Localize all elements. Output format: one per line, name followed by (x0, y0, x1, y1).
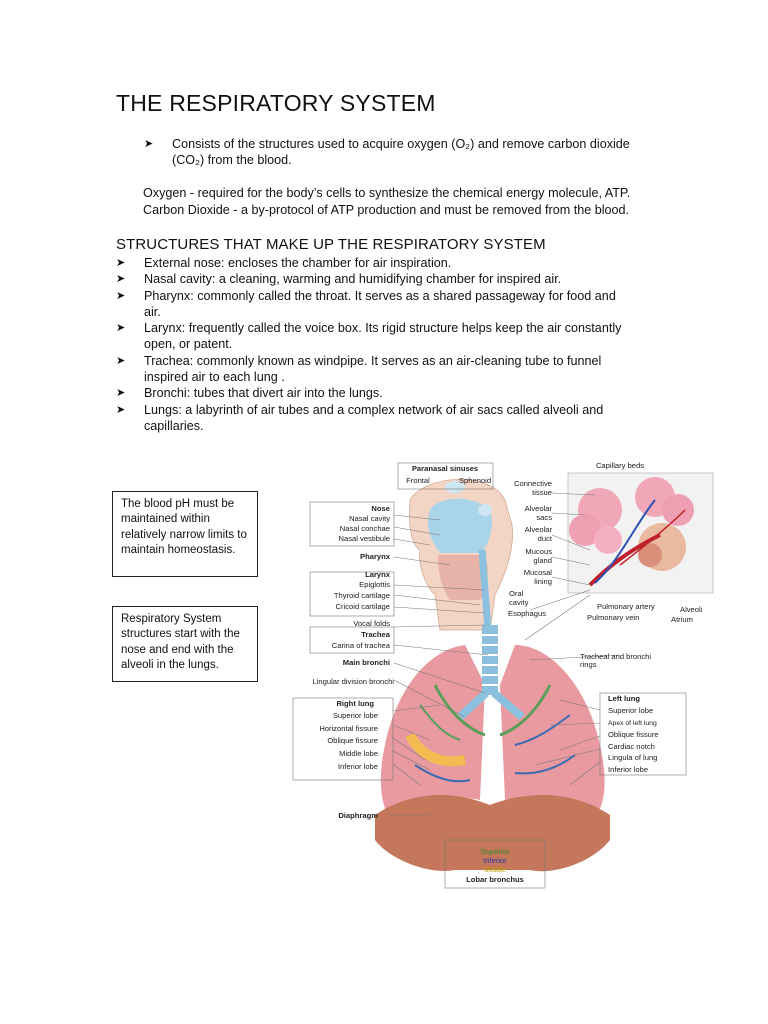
label-mucosal-lining-1: Mucosal (524, 568, 553, 577)
label-diaphragm: Diaphragm (338, 811, 378, 820)
label-pulmonary-artery: Pulmonary artery (597, 602, 655, 611)
arrow-bullet-icon: ➤ (116, 402, 125, 418)
label-cardiac-notch: Cardiac notch (608, 742, 655, 751)
label-larynx: Larynx (365, 570, 391, 579)
label-lingula: Lingula of lung (608, 753, 657, 762)
label-alveolar-duct-2: duct (538, 534, 553, 543)
arrow-bullet-icon: ➤ (116, 320, 125, 336)
label-connective-tissue-1: Connective (514, 479, 552, 488)
head-illustration (409, 479, 512, 630)
list-item: ➤ Trachea: commonly known as windpipe. It… (116, 353, 636, 386)
label-esophagus: Esophagus (508, 609, 546, 618)
intro-bullet: ➤ Consists of the structures used to acq… (144, 136, 664, 169)
label-right-superior-lobe: Superior lobe (333, 711, 378, 720)
label-main-bronchi: Main bronchi (343, 658, 390, 667)
list-item-text: Trachea: commonly known as windpipe. It … (144, 354, 601, 384)
arrow-bullet-icon: ➤ (144, 136, 153, 152)
label-left-oblique-fissure: Oblique fissure (608, 730, 659, 739)
label-right-lung: Right lung (336, 699, 374, 708)
label-right-inferior-lobe: Inferior lobe (338, 762, 378, 771)
label-nasal-cavity: Nasal cavity (349, 514, 390, 523)
label-tracheal-rings-2: rings (580, 660, 597, 669)
label-capillary-beds: Capillary beds (596, 461, 644, 470)
label-left-lung: Left lung (608, 694, 640, 703)
co2-paragraph: Carbon Dioxide - a by-protocol of ATP pr… (143, 202, 703, 218)
label-oral-cavity-2: cavity (509, 598, 529, 607)
arrow-bullet-icon: ➤ (116, 288, 125, 304)
label-middle-lobe: Middle lobe (339, 749, 378, 758)
intro-bullet-text: Consists of the structures used to acqui… (172, 137, 630, 167)
label-frontal: Frontal (406, 476, 430, 485)
list-item: ➤ Lungs: a labyrinth of air tubes and a c… (116, 402, 636, 435)
list-item: ➤ Larynx: frequently called the voice box… (116, 320, 636, 353)
label-thyroid-cartilage: Thyroid cartilage (334, 591, 390, 600)
label-horizontal-fissure: Horizontal fissure (319, 724, 378, 733)
label-right-oblique-fissure: Oblique fissure (327, 736, 378, 745)
list-item: ➤ Bronchi: tubes that divert air into the… (116, 385, 636, 401)
label-connective-tissue-2: tissue (532, 488, 552, 497)
list-item-text: Bronchi: tubes that divert air into the … (144, 386, 383, 400)
arrow-bullet-icon: ➤ (116, 385, 125, 401)
page-title: THE RESPIRATORY SYSTEM (116, 90, 436, 117)
arrow-bullet-icon: ➤ (116, 255, 125, 271)
label-vocal-folds: Vocal folds (353, 619, 390, 628)
structures-heading: STRUCTURES THAT MAKE UP THE RESPIRATORY … (116, 236, 546, 253)
label-alveolar-duct-1: Alveolar (525, 525, 553, 534)
label-carina: Carina of trachea (332, 641, 391, 650)
arrow-bullet-icon: ➤ (116, 271, 125, 287)
list-item: ➤ External nose: encloses the chamber for… (116, 255, 636, 271)
structures-list: ➤ External nose: encloses the chamber for… (116, 255, 636, 434)
list-item: ➤ Pharynx: commonly called the throat. It… (116, 288, 636, 321)
intro-list: ➤ Consists of the structures used to acq… (144, 136, 664, 169)
list-item-text: Lungs: a labyrinth of air tubes and a co… (144, 403, 603, 433)
label-mucous-gland-2: gland (533, 556, 552, 565)
list-item-text: Larynx: frequently called the voice box.… (144, 321, 621, 351)
note-blood-ph: The blood pH must be maintained within r… (112, 491, 258, 577)
label-mucous-gland-1: Mucous (525, 547, 552, 556)
label-atrium: Atrium (671, 615, 693, 624)
label-lingular-bronchi: Lingular division bronchi (313, 677, 395, 686)
label-oral-cavity-1: Oral (509, 589, 524, 598)
respiratory-diagram: Paranasal sinuses Frontal Sphenoid Nose … (290, 455, 720, 890)
list-item: ➤ Nasal cavity: a cleaning, warming and h… (116, 271, 636, 287)
arrow-bullet-icon: ➤ (116, 353, 125, 369)
label-alveolar-sacs-2: sacs (536, 513, 552, 522)
label-mucosal-lining-2: lining (534, 577, 552, 586)
label-trachea: Trachea (361, 630, 390, 639)
label-alveoli: Alveoli (680, 605, 703, 614)
label-nose: Nose (371, 504, 390, 513)
label-nasal-vestibule: Nasal vestibule (339, 534, 391, 543)
label-lobar-bronchus: Lobar bronchus (466, 875, 524, 884)
oxygen-paragraph: Oxygen - required for the body’s cells t… (143, 185, 703, 201)
label-sphenoid: Sphenoid (459, 476, 491, 485)
label-epiglottis: Epiglottis (359, 580, 390, 589)
label-paranasal-sinuses: Paranasal sinuses (412, 464, 478, 473)
label-pharynx: Pharynx (360, 552, 391, 561)
label-apex-left-lung: Apex of left lung (608, 720, 657, 727)
label-pulmonary-vein: Pulmonary vein (587, 613, 639, 622)
list-item-text: External nose: encloses the chamber for … (144, 256, 451, 270)
label-middle: Middle (484, 865, 506, 874)
label-nasal-conchae: Nasal conchae (340, 524, 390, 533)
note-structures: Respiratory System structures start with… (112, 606, 258, 682)
label-alveolar-sacs-1: Alveolar (525, 504, 553, 513)
label-left-superior-lobe: Superior lobe (608, 706, 653, 715)
list-item-text: Nasal cavity: a cleaning, warming and hu… (144, 272, 561, 286)
label-cricoid-cartilage: Cricoid cartilage (336, 602, 390, 611)
label-left-inferior-lobe: Inferior lobe (608, 765, 648, 774)
list-item-text: Pharynx: commonly called the throat. It … (144, 289, 616, 319)
label-superior: Superior (481, 847, 510, 856)
label-inferior: Inferior (483, 856, 507, 865)
